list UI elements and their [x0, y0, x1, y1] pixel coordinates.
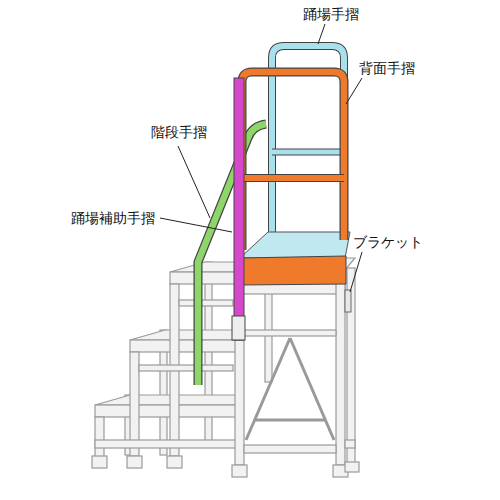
- frame: [92, 258, 359, 477]
- bracket: [345, 290, 351, 312]
- post-clamp: [232, 316, 245, 340]
- stair-handrail: [198, 124, 266, 385]
- deck: [240, 232, 350, 258]
- cross-brace: [246, 338, 334, 440]
- leader-line: [160, 24, 362, 292]
- part-label: 背面手摺: [358, 60, 416, 76]
- part-label: 踊場補助手摺: [70, 210, 156, 226]
- part-label: 踊場手摺: [302, 6, 360, 22]
- landing-aux-handrail: [234, 78, 244, 340]
- back-handrail: [240, 72, 346, 285]
- part-label: ブラケット: [352, 234, 424, 250]
- part-label: 階段手摺: [150, 124, 208, 140]
